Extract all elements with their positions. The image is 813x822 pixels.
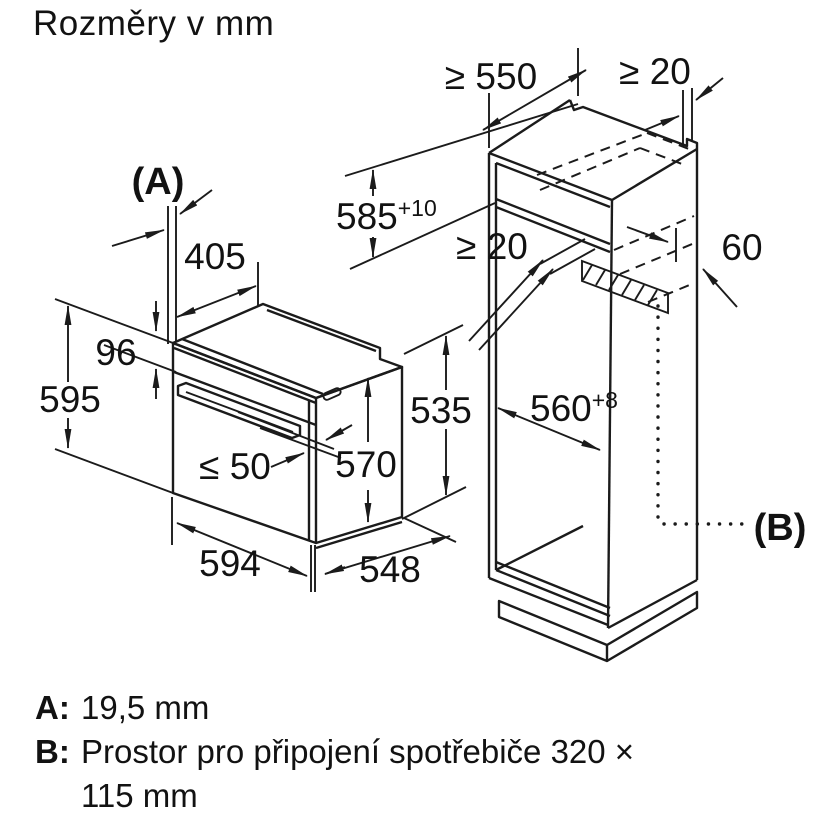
dim-rear-height: 535 <box>401 324 472 520</box>
legend-row-b: B: Prostor pro připojení spotřebiče 320 … <box>35 730 795 818</box>
cabinet-plinth <box>497 590 699 663</box>
dim-niche-height: 585+10 <box>336 103 579 270</box>
dim-depth-min: ≥ 550 <box>445 48 587 148</box>
legend-row-a: A: 19,5 mm <box>35 686 795 730</box>
dim-door-clearance: ≤ 50 <box>199 411 353 487</box>
dim-rear-gap-top: ≥ 20 <box>619 51 724 146</box>
dim-label-50: ≤ 50 <box>199 446 271 487</box>
dim-rear-gap-mid: ≥ 20 <box>456 226 596 351</box>
dim-panel-height: 96 <box>95 301 160 399</box>
dim-label-550: ≥ 550 <box>445 56 537 97</box>
dim-label-20-mid: ≥ 20 <box>456 226 528 267</box>
legend-value-a: 19,5 mm <box>81 689 210 726</box>
dim-label-570: 570 <box>335 444 397 485</box>
dim-label-548: 548 <box>359 549 421 590</box>
dim-label-96: 96 <box>95 332 136 373</box>
dim-oven-width: 594 <box>171 497 316 592</box>
dim-body-height: 570 <box>335 377 397 523</box>
dim-label-405: 405 <box>184 236 246 277</box>
legend-value-b: Prostor pro připojení spotřebiče 320 × 1… <box>81 733 635 814</box>
oven-extension-lines <box>54 298 177 494</box>
page-title: Rozměry v mm <box>33 4 275 43</box>
connection-space-hatched <box>581 259 669 315</box>
dim-label-b: (B) <box>754 507 807 549</box>
dim-label-60: 60 <box>721 227 762 268</box>
legend-key-b: B: <box>35 733 70 770</box>
oven-outline <box>171 302 404 550</box>
cabinet-shelf <box>495 197 611 254</box>
connection-space-reference: (B) <box>656 304 807 549</box>
dim-label-a: (A) <box>132 161 185 203</box>
dim-oven-height: 595 <box>39 305 101 449</box>
dim-label-594: 594 <box>199 543 261 584</box>
dim-label-535: 535 <box>410 390 472 431</box>
dim-body-width: 548 <box>324 517 457 590</box>
oven-side-grip <box>322 387 342 401</box>
dim-rear-channel: 60 <box>626 226 763 308</box>
dim-label-20-top: ≥ 20 <box>619 51 691 92</box>
dim-label-560: 560+8 <box>530 387 618 429</box>
legend-key-a: A: <box>35 689 70 726</box>
dim-top-depth: 405 <box>176 236 259 318</box>
installation-drawing: (A) 405 96 595 <box>39 48 807 663</box>
cabinet-floor <box>495 524 611 618</box>
cabinet-outline <box>487 98 699 630</box>
dim-label-595: 595 <box>39 379 101 420</box>
dim-label-585: 585+10 <box>336 195 437 237</box>
legend: A: 19,5 mm B: Prostor pro připojení spot… <box>35 686 795 818</box>
dim-niche-width: 560+8 <box>497 387 618 451</box>
dim-gap-a: (A) <box>111 161 213 344</box>
